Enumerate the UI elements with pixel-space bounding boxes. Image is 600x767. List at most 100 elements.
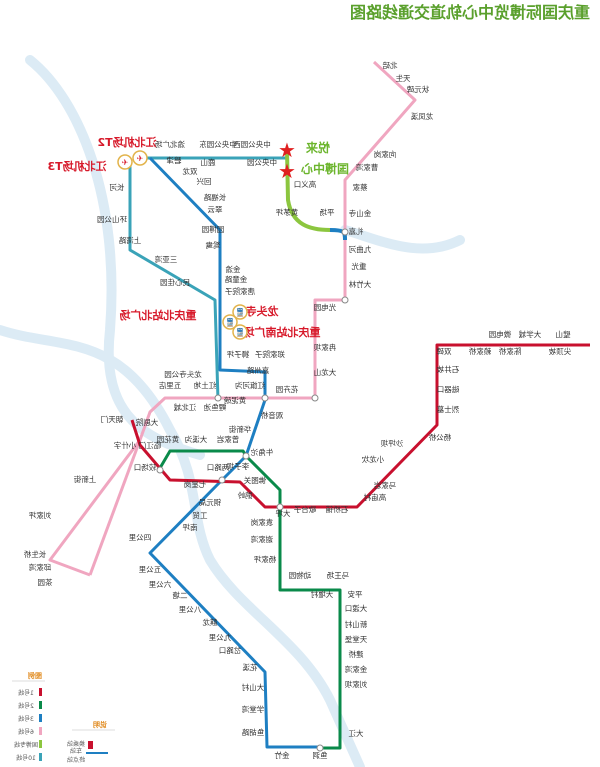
legend-swatch <box>39 714 42 722</box>
line-guobo[interactable] <box>285 149 331 232</box>
station-label: 大渡口 <box>345 603 368 613</box>
station-label: 璧山 <box>556 329 571 339</box>
transfer-station-marker[interactable] <box>341 228 349 236</box>
station-label: 大龙山 <box>314 367 337 377</box>
station-label: 黄泥磅 <box>223 395 246 405</box>
station-label: 茶园 <box>38 577 53 587</box>
station-label: 观音桥 <box>260 410 283 420</box>
station-label: 大江 <box>348 728 363 738</box>
station-label: 翠云 <box>207 205 222 214</box>
line-6-branch[interactable] <box>88 439 142 576</box>
line-1[interactable] <box>130 343 590 509</box>
station-label: 赖家桥 <box>468 346 491 356</box>
transfer-station-marker[interactable] <box>311 394 319 402</box>
legend2-title: 说明 <box>93 720 107 729</box>
station-label: 中央公园 <box>247 157 277 167</box>
airplane-icon: ✈ <box>122 158 129 167</box>
legend-swatch <box>39 727 42 735</box>
transfer-station-marker[interactable] <box>316 744 324 752</box>
train-icon-badge <box>222 314 238 330</box>
transfer-station-marker[interactable] <box>341 296 349 304</box>
station-label: 刘家坝 <box>344 679 367 689</box>
station-label: 刘家坪 <box>28 510 51 520</box>
transfer-station-marker[interactable] <box>276 503 284 511</box>
station-label: 鱼洞 <box>313 750 328 760</box>
transfer-station-marker[interactable] <box>156 466 164 474</box>
legend-title: 图例 <box>28 671 42 680</box>
station-label: 邱家湾 <box>28 562 51 572</box>
station-label: 鲤鱼池 <box>203 402 226 412</box>
station-label: 五公里 <box>138 565 161 574</box>
station-label: 大堰村 <box>310 589 333 599</box>
station-label: 临江门 <box>139 440 162 450</box>
station-label: 李子坝 <box>226 461 249 471</box>
station-label: 双碑 <box>436 346 451 356</box>
station-label: 鹅岭 <box>237 490 252 500</box>
station-label: 马王场 <box>326 571 349 580</box>
station-label: 杨公桥 <box>428 432 451 442</box>
legend-swatch <box>39 753 42 761</box>
station-label: 鹿山 <box>201 157 216 167</box>
station-label: 华新街 <box>228 424 251 434</box>
transfer-station-marker[interactable] <box>242 452 250 460</box>
station-label: 南坪 <box>182 522 197 532</box>
transfer-station-marker[interactable] <box>261 394 269 402</box>
legend-item: 1号线 <box>18 689 34 697</box>
station-label: 长河 <box>109 182 124 192</box>
transfer-station-marker[interactable] <box>214 394 222 402</box>
rivers <box>0 55 465 767</box>
station-label: 两路口 <box>207 462 230 472</box>
station-label: 谢家湾 <box>250 534 273 544</box>
station-label: 红土地 <box>193 380 216 390</box>
train-icon: 🚆 <box>225 317 235 327</box>
station-label: 碧津 <box>166 155 181 165</box>
station-label: 中央公园西 <box>233 139 271 149</box>
station-label: 新山村 <box>344 619 367 629</box>
station-label: 九公里 <box>208 633 231 642</box>
station-label: 大竹林 <box>348 279 371 289</box>
station-label: 北碚 <box>382 60 397 70</box>
station-label: 嘉州路 <box>246 365 269 375</box>
line-2[interactable] <box>158 449 342 750</box>
line-10[interactable] <box>128 160 220 401</box>
station-label: 平场 <box>319 208 334 217</box>
airplane-icon-badge <box>132 150 148 166</box>
transfer-station-marker[interactable] <box>218 476 226 484</box>
station-label: 长生桥 <box>23 549 46 559</box>
landmark-label: 江北机场T2 <box>97 135 156 149</box>
station-label: 大学城 <box>518 329 541 339</box>
airplane-icon: ✈ <box>137 154 144 163</box>
station-label: 七星岗 <box>184 480 207 489</box>
station-label: 金竹 <box>274 750 289 760</box>
station-label: 大溪沟 <box>185 434 208 444</box>
station-label: 上湾路 <box>118 235 141 245</box>
station-label: 大山村 <box>241 682 264 692</box>
station-label: 花溪 <box>242 662 257 672</box>
legend-swatch <box>39 740 42 748</box>
station-label: 金童路 <box>224 274 247 284</box>
station-label: 六公里 <box>148 579 171 589</box>
station-label: 蔡家 <box>352 182 367 192</box>
station-label: 小龙坎 <box>361 454 384 464</box>
station-label: 朝天门 <box>101 415 124 424</box>
station-label: 五里店 <box>158 380 181 390</box>
station-label: 龙凤溪 <box>410 111 433 121</box>
station-label: 黄花园 <box>157 434 180 444</box>
station-label: 歇台子 <box>293 504 316 514</box>
station-label: 曾家岩 <box>216 434 239 444</box>
station-label: 江北城 <box>173 403 196 412</box>
venue-label: 国博中心 <box>301 161 349 176</box>
station-label: 马家岩 <box>373 480 396 490</box>
station-label: 佛图关 <box>243 475 266 485</box>
station-label: 尖顶坡 <box>548 346 571 356</box>
train-icon: 🚆 <box>235 307 245 317</box>
river-branch <box>340 225 465 254</box>
station-label: 光电园 <box>314 302 337 312</box>
star-icon: ★ <box>278 138 296 162</box>
station-label: 磁器口 <box>437 384 460 394</box>
station-label: 较场口 <box>134 462 157 472</box>
legend-item: 国博专线 <box>14 741 38 749</box>
station-label: 回兴 <box>196 177 211 186</box>
